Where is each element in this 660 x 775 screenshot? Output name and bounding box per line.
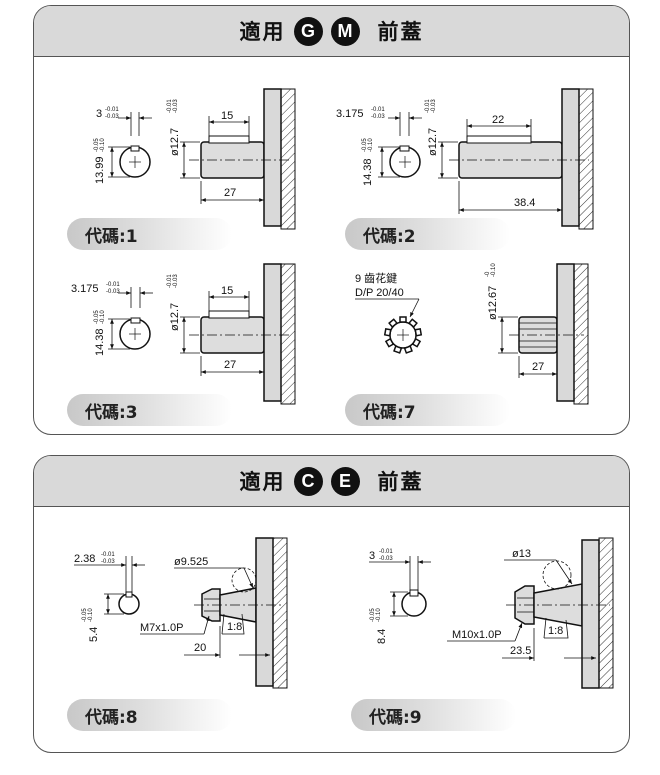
key-width: 3 [369,550,375,562]
key-tol-bot: -0.03 [371,114,385,120]
panel-title-suffix: 前蓋 [377,470,424,494]
code-label-3: 代碼:3 [67,394,232,426]
depth: 14.38 [362,158,374,186]
key-length: 15 [221,110,233,122]
panel-header: 適用 C E 前蓋 [34,456,629,507]
depth-tol-top: -0.05 [82,608,88,622]
key-width: 2.38 [74,553,95,565]
depth: 13.99 [94,156,106,184]
depth: 8.4 [376,629,388,644]
shaft-tol-bot: -0.03 [173,274,179,288]
shaft-diameter: ø12.7 [169,303,181,331]
badge-e: E [330,466,360,496]
shaft-diameter: ø12.67 [487,286,499,320]
shaft-length: 27 [224,359,236,371]
shaft-tol-top: -0.01 [167,99,173,113]
spline-gear-icon [383,316,423,354]
depth-tol-bot: -0.10 [376,608,382,622]
key-tol-bot: -0.03 [106,289,120,295]
taper: 1:8 [227,621,242,633]
shaft-tol-top: -0.01 [425,99,431,113]
depth-tol-top: -0.05 [370,608,376,622]
key-width: 3 [96,108,102,120]
key-length: 15 [221,285,233,297]
diagram-code-9: 3 -0.01 -0.03 8.4 -0.05 -0.10 ø13 M10x1.… [369,537,614,689]
shaft-length: 23.5 [510,645,531,657]
key-tol-top: -0.01 [101,552,115,558]
key-tol-top: -0.01 [371,107,385,113]
depth: 5.4 [88,627,100,642]
shaft-tol-bot: -0.10 [491,263,497,277]
diagram-code-2: 3.175 -0.01 -0.03 14.38 -0.05 -0.10 22 3… [336,88,594,230]
code-label-7: 代碼:7 [345,394,510,426]
shaft-diameter: ø12.7 [169,128,181,156]
shaft-tol-top: -0 [485,271,491,277]
shaft-length: 27 [224,187,236,199]
depth-tol-bot: -0.10 [100,310,106,324]
shaft-length: 38.4 [514,197,535,209]
badge-m: M [330,16,360,46]
depth-tol-top: -0.05 [94,138,100,152]
diagram-code-1: 3 -0.01 -0.03 13.99 -0.05 -0.10 15 27 ø1… [94,88,296,230]
shaft-tol-top: -0.01 [167,274,173,288]
shaft-diameter: ø9.525 [174,556,208,568]
shaft-length: 27 [532,361,544,373]
panel-gm: 適用 G M 前蓋 3 -0.01 -0.03 13.99 -0.05 -0.1… [33,5,630,435]
shaft-length: 20 [194,642,206,654]
panel-title-prefix: 適用 [239,20,286,44]
shaft-diameter: ø13 [512,548,531,560]
key-tol-top: -0.01 [379,549,393,555]
shaft-tol-bot: -0.03 [431,99,437,113]
code-label-8: 代碼:8 [67,699,232,731]
key-tol-top: -0.01 [105,107,119,113]
key-tol-bot: -0.03 [105,114,119,120]
diagram-code-7: 9 齒花鍵 D/P 20/40 [355,263,589,405]
code-label-2: 代碼:2 [345,218,510,250]
diagram-code-3: 3.175 -0.01 -0.03 14.38 -0.05 -0.10 15 2… [71,263,296,405]
depth-tol-bot: -0.10 [88,608,94,622]
taper: 1:8 [548,625,563,637]
spline-line-1: 9 齒花鍵 [355,271,397,285]
key-width: 3.175 [71,283,99,295]
spline-line-2: D/P 20/40 [355,287,404,299]
key-length: 22 [492,114,504,126]
key-tol-bot: -0.03 [101,559,115,565]
shaft-tol-bot: -0.03 [173,99,179,113]
depth-tol-top: -0.05 [94,310,100,324]
key-tol-bot: -0.03 [379,556,393,562]
code-label-1: 代碼:1 [67,218,232,250]
depth-tol-bot: -0.10 [100,138,106,152]
panel-header: 適用 G M 前蓋 [34,6,629,57]
panel-title-suffix: 前蓋 [377,20,424,44]
code-label-9: 代碼:9 [351,699,516,731]
key-tol-top: -0.01 [106,282,120,288]
badge-g: G [293,16,323,46]
depth-tol-bot: -0.10 [368,138,374,152]
panel-ce: 適用 C E 前蓋 2.38 -0.01 -0.03 5.4 -0.05 -0.… [33,455,630,753]
panel-title-prefix: 適用 [239,470,286,494]
key-width: 3.175 [336,108,364,120]
thread: M7x1.0P [140,622,183,634]
depth: 14.38 [94,328,106,356]
diagram-code-8: 2.38 -0.01 -0.03 5.4 -0.05 -0.10 ø9.525 … [74,537,288,689]
shaft-diameter: ø12.7 [427,128,439,156]
badge-c: C [293,466,323,496]
thread: M10x1.0P [452,629,502,641]
depth-tol-top: -0.05 [362,138,368,152]
